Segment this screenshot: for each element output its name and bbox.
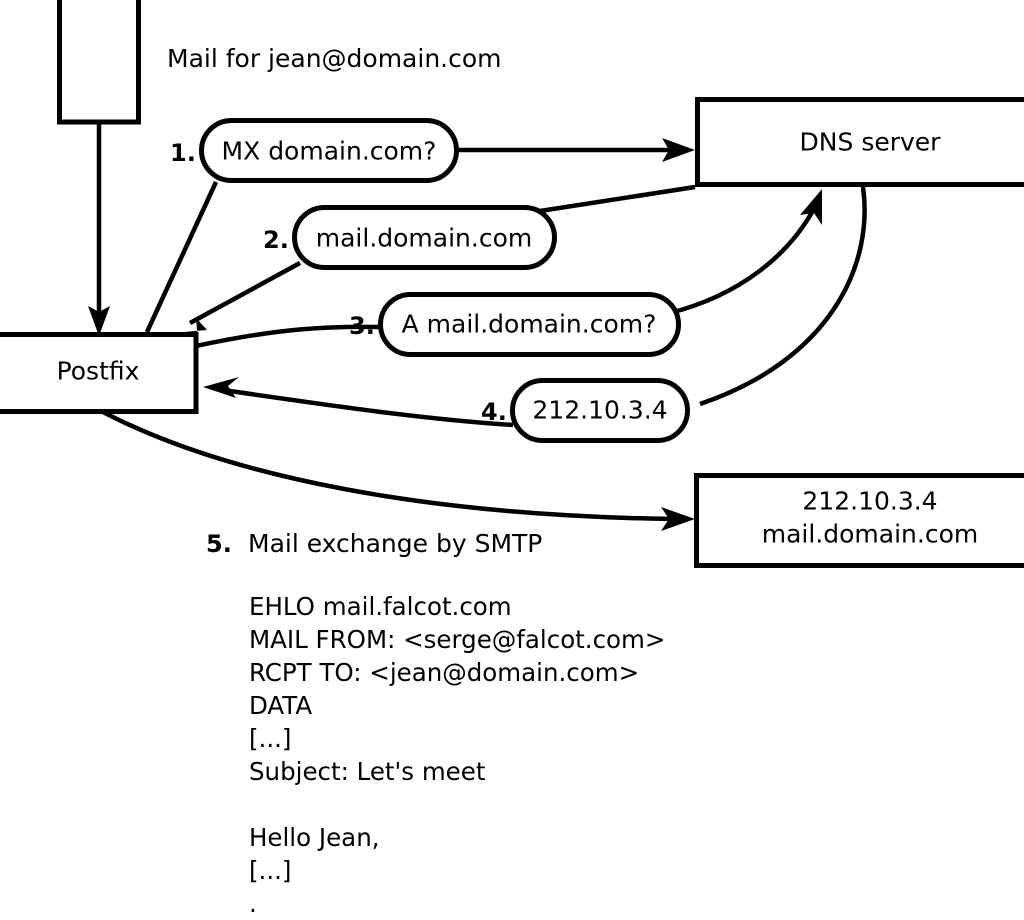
link-dns-to-bubble4: [700, 187, 865, 404]
step-number-5: 5.: [206, 532, 232, 556]
smtp-line: DATA: [249, 689, 665, 722]
link-bubble4-to-postfix: [223, 390, 513, 425]
node-label-mail-server-host: mail.domain.com: [705, 522, 1024, 547]
link-bubble2-to-postfix: [190, 263, 300, 323]
step-number-4: 4.: [481, 400, 507, 424]
arrowhead-step3-to-dns: [800, 189, 822, 225]
node-client-box: [60, 0, 139, 122]
node-label-dns-server: DNS server: [705, 130, 1024, 155]
step-number-3: 3.: [349, 314, 375, 338]
smtp-line: RCPT TO: <jean@domain.com>: [249, 656, 665, 689]
arrowhead-step4-to-postfix: [203, 377, 239, 398]
smtp-line: MAIL FROM: <serge@falcot.com>: [249, 623, 665, 656]
node-label-mail-server-ip: 212.10.3.4: [705, 489, 1024, 514]
step-number-2: 2.: [263, 228, 289, 252]
link-dns-to-bubble2: [540, 187, 695, 211]
smtp-line: [...]: [249, 854, 665, 887]
smtp-line: .: [249, 887, 665, 920]
link-postfix-to-bubble1: [147, 182, 216, 332]
step-label-5: Mail exchange by SMTP: [248, 531, 542, 556]
smtp-blank-line: [249, 788, 665, 821]
step-number-1: 1.: [170, 141, 196, 165]
bubble-label-step-4: 212.10.3.4: [515, 398, 685, 423]
link-bubble3-to-dns: [670, 205, 816, 313]
smtp-line: [...]: [249, 722, 665, 755]
smtp-line: Subject: Let's meet: [249, 755, 665, 788]
smtp-line: EHLO mail.falcot.com: [249, 590, 665, 623]
bubble-label-step-3: A mail.domain.com?: [383, 312, 675, 337]
bubble-label-step-1: MX domain.com?: [204, 139, 454, 164]
caption-mail-for: Mail for jean@domain.com: [167, 46, 502, 71]
smtp-line: Hello Jean,: [249, 821, 665, 854]
bubble-label-step-2: mail.domain.com: [297, 226, 552, 251]
node-label-postfix: Postfix: [0, 359, 198, 384]
